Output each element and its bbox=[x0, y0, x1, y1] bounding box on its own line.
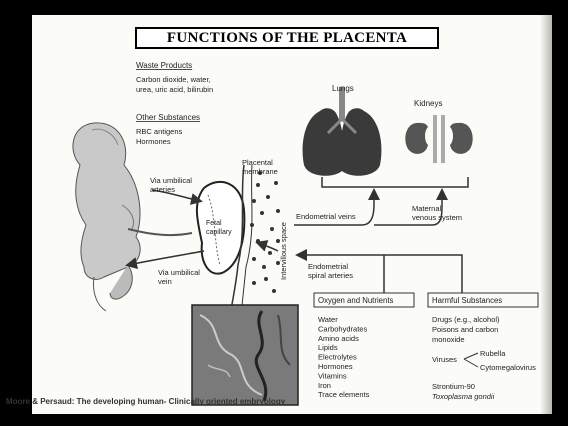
oxygen-item: Water bbox=[318, 315, 338, 324]
spiral-arteries-label-2: spiral arteries bbox=[308, 271, 353, 280]
virus-cytomegalovirus: Cytomegalovirus bbox=[480, 363, 536, 372]
page-title: FUNCTIONS OF THE PLACENTA bbox=[167, 30, 407, 47]
blood-cell-dot bbox=[252, 199, 256, 203]
lungs-label: Lungs bbox=[332, 84, 354, 93]
other-line-1: RBC antigens bbox=[136, 127, 183, 136]
endometrial-veins-label: Endometrial veins bbox=[296, 212, 356, 221]
placenta-diagram: Waste Products Carbon dioxide, water, ur… bbox=[32, 15, 552, 414]
blood-cell-dot bbox=[262, 265, 266, 269]
harmful-heading: Harmful Substances bbox=[432, 296, 502, 305]
waste-heading: Waste Products bbox=[136, 61, 192, 70]
blood-cell-dot bbox=[260, 211, 264, 215]
blood-cell-dot bbox=[252, 281, 256, 285]
blood-cell-dot bbox=[252, 257, 256, 261]
waste-line-2: urea, uric acid, bilirubin bbox=[136, 85, 213, 94]
waste-line-1: Carbon dioxide, water, bbox=[136, 75, 211, 84]
blood-cell-dot bbox=[270, 227, 274, 231]
blood-cell-dot bbox=[274, 181, 278, 185]
kidneys-label: Kidneys bbox=[414, 99, 442, 108]
placental-membrane-label-2: membrane bbox=[242, 167, 278, 176]
umbilical-arteries-label-1: Via umbilical bbox=[150, 176, 192, 185]
harmful-line-3: monoxide bbox=[432, 335, 465, 344]
oxygen-item: Hormones bbox=[318, 362, 353, 371]
fetal-capillary-label-1: Fetal bbox=[206, 220, 222, 227]
other-line-2: Hormones bbox=[136, 137, 171, 146]
maternal-venous-label-2: venous system bbox=[412, 213, 462, 222]
fetal-capillary-label-2: capillary bbox=[206, 229, 232, 236]
oxygen-item: Amino acids bbox=[318, 334, 359, 343]
oxygen-item: Carbohydrates bbox=[318, 324, 367, 333]
blood-cell-dot bbox=[256, 183, 260, 187]
oxygen-heading: Oxygen and Nutrients bbox=[318, 296, 394, 305]
fetus-illustration bbox=[73, 123, 140, 311]
lungs-illustration bbox=[303, 87, 382, 176]
maternal-blood-dots bbox=[250, 171, 280, 293]
virus-rubella: Rubella bbox=[480, 349, 506, 358]
oxygen-nutrients-list: WaterCarbohydratesAmino acidsLipidsElect… bbox=[318, 315, 370, 399]
kidneys-illustration bbox=[405, 115, 472, 163]
blood-cell-dot bbox=[256, 239, 260, 243]
slide: Waste Products Carbon dioxide, water, ur… bbox=[32, 15, 552, 414]
oxygen-item: Trace elements bbox=[318, 390, 370, 399]
oxygen-item: Vitamins bbox=[318, 371, 347, 380]
villus-region bbox=[197, 165, 252, 325]
umbilical-vein-label-1: Via umbilical bbox=[158, 268, 200, 277]
spiral-arteries-label-1: Endometrial bbox=[308, 262, 348, 271]
blood-cell-dot bbox=[268, 251, 272, 255]
placental-membrane-label-1: Placental bbox=[242, 158, 273, 167]
umbilical-arteries-label-2: arteries bbox=[150, 185, 175, 194]
harmful-line-2: Poisons and carbon bbox=[432, 325, 498, 334]
oxygen-item: Iron bbox=[318, 381, 331, 390]
toxoplasma-label: Toxoplasma gondii bbox=[432, 392, 495, 401]
other-heading: Other Substances bbox=[136, 113, 200, 122]
blood-cell-dot bbox=[276, 209, 280, 213]
page-shadow bbox=[540, 15, 552, 414]
blood-cell-dot bbox=[272, 289, 276, 293]
title-box: FUNCTIONS OF THE PLACENTA bbox=[135, 27, 439, 49]
strontium-label: Strontium-90 bbox=[432, 382, 475, 391]
oxygen-item: Lipids bbox=[318, 343, 338, 352]
umbilical-vein-label-2: vein bbox=[158, 277, 172, 286]
citation: Moore & Persaud: The developing human- C… bbox=[6, 397, 285, 406]
oxygen-item: Electrolytes bbox=[318, 353, 357, 362]
maternal-venous-label-1: Maternal bbox=[412, 204, 442, 213]
viruses-label: Viruses bbox=[432, 355, 457, 364]
blood-cell-dot bbox=[264, 277, 268, 281]
blood-cell-dot bbox=[266, 195, 270, 199]
blood-cell-dot bbox=[250, 223, 254, 227]
intervillous-space-label: Intervillous space bbox=[279, 222, 288, 280]
harmful-line-1: Drugs (e.g., alcohol) bbox=[432, 315, 500, 324]
